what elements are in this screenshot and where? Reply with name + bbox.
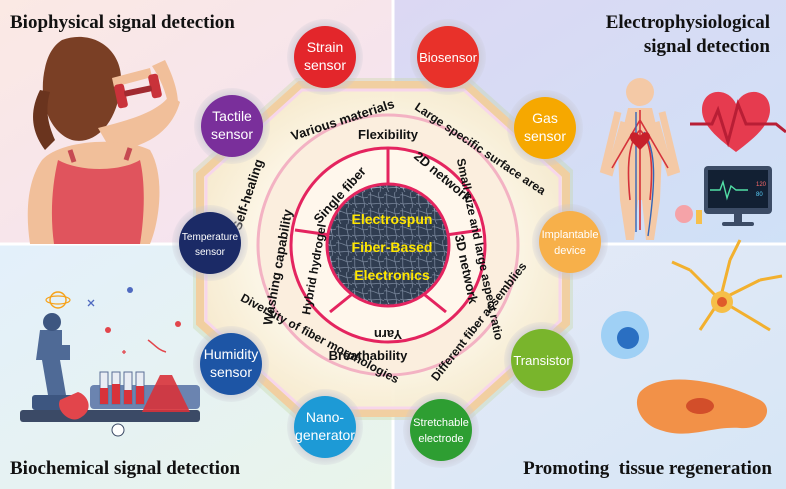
tactile-label-2: sensor xyxy=(211,126,253,142)
center-title-2: Fiber-Based xyxy=(352,239,433,255)
device-stretchable-electrode: Stretchable electrode xyxy=(403,392,479,468)
heart-ecg-icon xyxy=(690,91,786,152)
strain-circle xyxy=(294,26,356,88)
humidity-label-1: Humidity xyxy=(204,346,258,362)
implant-label-2: device xyxy=(554,245,586,257)
device-transistor: Transistor xyxy=(504,322,580,398)
device-implantable: Implantable device xyxy=(532,204,608,280)
implant-circle xyxy=(539,211,601,273)
label-breathability: Breathability xyxy=(329,348,409,363)
temp-circle xyxy=(179,212,241,274)
stretch-label-1: Stretchable xyxy=(413,417,469,429)
monitor-value-2: 80 xyxy=(756,192,763,198)
nano-label-2: generator xyxy=(295,427,355,443)
humidity-circle xyxy=(200,333,262,395)
device-nanogenerator: Nano- generator xyxy=(287,389,363,465)
temp-label-2: sensor xyxy=(195,247,226,258)
stretch-circle xyxy=(410,399,472,461)
lab-illustration xyxy=(20,287,200,437)
implant-label-1: Implantable xyxy=(542,229,599,241)
biosensor-circle xyxy=(417,26,479,88)
electrospun-core xyxy=(325,182,451,308)
device-humidity-sensor: Humidity sensor xyxy=(193,326,269,402)
humidity-label-2: sensor xyxy=(210,364,252,380)
strain-label-2: sensor xyxy=(304,57,346,73)
gas-label-1: Gas xyxy=(532,110,558,126)
nano-label-1: Nano- xyxy=(306,409,344,425)
monitor-icon: 120 80 xyxy=(675,166,772,226)
nano-circle xyxy=(294,396,356,458)
center-title-1: Electrospun xyxy=(352,211,433,227)
transistor-label: Transistor xyxy=(513,353,571,368)
gas-circle xyxy=(514,97,576,159)
assembly-dividers xyxy=(294,148,482,314)
core-shade xyxy=(330,187,446,303)
label-flexibility: Flexibility xyxy=(358,127,419,142)
device-biosensor: Biosensor xyxy=(410,19,486,95)
athlete-illustration xyxy=(27,36,180,244)
title-electrophysiological-2: signal detection xyxy=(644,36,771,57)
title-biophysical: Biophysical signal detection xyxy=(10,12,235,33)
temp-label-1: Temperature xyxy=(182,232,239,243)
label-yarn: Yarn xyxy=(374,327,402,342)
strain-label-1: Strain xyxy=(307,39,344,55)
tactile-circle xyxy=(201,95,263,157)
transistor-circle xyxy=(511,329,573,391)
stretch-label-2: electrode xyxy=(418,433,463,445)
device-temperature-sensor: Temperature sensor xyxy=(172,205,248,281)
title-biochemical: Biochemical signal detection xyxy=(10,458,241,479)
device-tactile-sensor: Tactile sensor xyxy=(194,88,270,164)
device-gas-sensor: Gas sensor xyxy=(507,90,583,166)
human-body-illustration xyxy=(599,78,681,240)
title-electrophysiological-1: Electrophysiological xyxy=(606,12,770,33)
biosensor-label: Biosensor xyxy=(419,50,477,65)
monitor-value-1: 120 xyxy=(756,182,767,188)
title-tissue-regeneration: Promoting tissue regeneration xyxy=(523,458,772,479)
cells-illustration xyxy=(601,239,783,434)
gas-label-2: sensor xyxy=(524,128,566,144)
device-strain-sensor: Strain sensor xyxy=(287,19,363,95)
center-title-3: Electronics xyxy=(354,267,430,283)
tactile-label-1: Tactile xyxy=(212,108,252,124)
